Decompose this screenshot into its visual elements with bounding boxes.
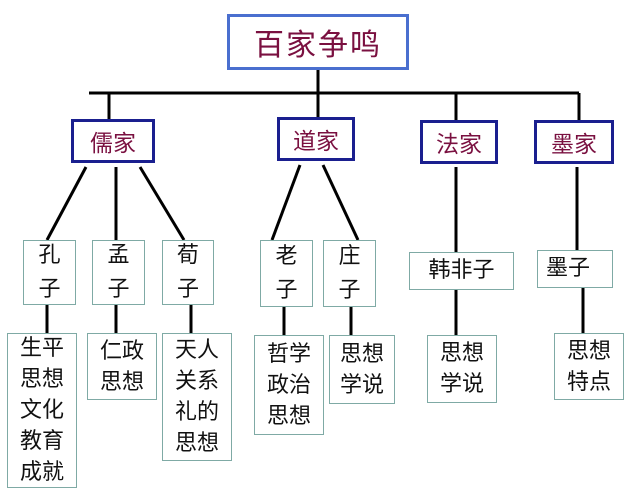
- person-node-laozi: 老 子: [260, 240, 313, 307]
- person-label: 庄 子: [338, 243, 361, 303]
- person-node-mozi: 墨子: [537, 250, 613, 288]
- person-label: 韩非子: [428, 258, 495, 283]
- person-label: 孔 子: [38, 242, 61, 302]
- topic-label: 仁政 思想: [99, 338, 144, 395]
- connector-dao-laozi: [270, 164, 302, 241]
- topic-node-mozi: 思想 特点: [554, 333, 624, 400]
- topic-label: 哲学 政治 思想: [266, 341, 311, 429]
- connector-dao-zhuangzi: [321, 164, 360, 241]
- topic-label: 思想 特点: [566, 338, 611, 395]
- school-node-dao: 道家: [277, 117, 355, 161]
- person-node-kongzi: 孔 子: [23, 240, 76, 305]
- topic-node-hanfeizi: 思想 学说: [427, 335, 497, 403]
- school-node-fa: 法家: [420, 120, 498, 164]
- topic-node-xunzi: 天人 关系 礼的 思想: [162, 333, 232, 461]
- connector-ru-kongzi: [45, 166, 88, 241]
- topic-label: 思想 学说: [339, 341, 384, 398]
- person-label: 老 子: [275, 243, 298, 303]
- school-node-ru: 儒家: [71, 119, 155, 163]
- person-node-mengzi: 孟 子: [92, 240, 145, 305]
- person-node-zhuangzi: 庄 子: [323, 240, 376, 307]
- connector-ru-xunzi: [138, 166, 186, 241]
- topic-label: 思想 学说: [439, 341, 484, 397]
- person-label: 孟 子: [107, 242, 130, 302]
- person-node-xunzi: 荀 子: [162, 240, 214, 305]
- topic-node-kongzi: 生平 思想 文化 教育 成就: [7, 333, 77, 488]
- root-node: 百家争鸣: [227, 14, 409, 70]
- school-node-mo: 墨家: [534, 120, 614, 164]
- person-label: 荀 子: [176, 242, 199, 302]
- school-label: 法家: [436, 132, 482, 158]
- school-label: 儒家: [90, 131, 136, 157]
- topic-label: 生平 思想 文化 教育 成就: [19, 336, 64, 485]
- person-node-hanfeizi: 韩非子: [409, 252, 514, 290]
- school-label: 道家: [293, 129, 339, 155]
- person-label: 墨子: [546, 256, 591, 281]
- root-label: 百家争鸣: [254, 28, 382, 63]
- topic-node-zhuangzi: 思想 学说: [329, 335, 395, 404]
- topic-node-mengzi: 仁政 思想: [87, 333, 157, 400]
- topic-label: 天人 关系 礼的 思想: [174, 338, 219, 456]
- topic-node-laozi: 哲学 政治 思想: [254, 335, 324, 435]
- school-label: 墨家: [551, 132, 597, 158]
